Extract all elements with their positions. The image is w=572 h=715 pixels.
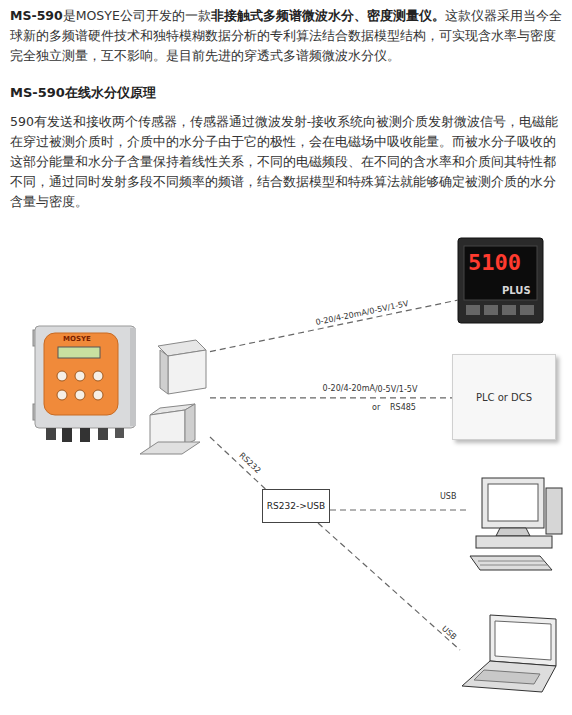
paragraph-text: 非接触式多频谱微波水分、密度测量仪。 [211,8,445,23]
sensor-transmitter [158,340,206,394]
edge-label: 0-20/4-20mA/0-5V/1-5V [315,299,410,327]
signal-label: USB [440,624,458,642]
edge-label: RS232 [237,451,262,475]
paragraph-text: 590有发送和接收两个传感器，传感器通过微波发射-接收系统向被测介质发射微波信号… [10,114,558,209]
analyzer-unit: MOSYE [30,318,210,458]
desktop-computer [470,478,562,570]
intro-paragraph: MS-590是MOSYE公司开发的一款非接触式多频谱微波水分、密度测量仪。这款仪… [10,6,566,66]
analyzer-device [33,326,136,442]
node-text: MOSYE [63,335,91,343]
controller-display: 5100PLUS [458,238,543,323]
signal-label: RS485 [390,403,416,412]
principle-paragraph: 590有发送和接收两个传感器，传感器通过微波发射-接收系统向被测介质发射微波信号… [10,112,566,212]
converter-box: RS232->USB [262,489,330,523]
section-heading: MS-590在线水分仪原理 [10,84,156,102]
paragraph-text: 是MOSYE公司开发的一款 [63,8,211,23]
signal-label: or [372,403,380,412]
node-text: RS232->USB [267,501,325,511]
plc-box: PLC or DCS [452,354,556,440]
node-text: PLUS [502,285,531,296]
signal-connector [210,300,458,352]
signal-connector [210,437,265,489]
signal-connector [210,397,452,398]
laptop-computer [462,615,556,692]
node-text: 5100 [468,250,521,275]
node-text: PLC or DCS [476,392,532,403]
edge-label: 0-20/4-20mA/0-5V/1-5V [322,384,417,393]
usb-cable [318,523,460,650]
paragraph-text: MS-590 [10,8,63,23]
signal-label: USB [440,492,456,501]
sensor-receiver [140,404,200,454]
usb-cable [330,509,470,510]
controller-illustration [458,238,543,323]
